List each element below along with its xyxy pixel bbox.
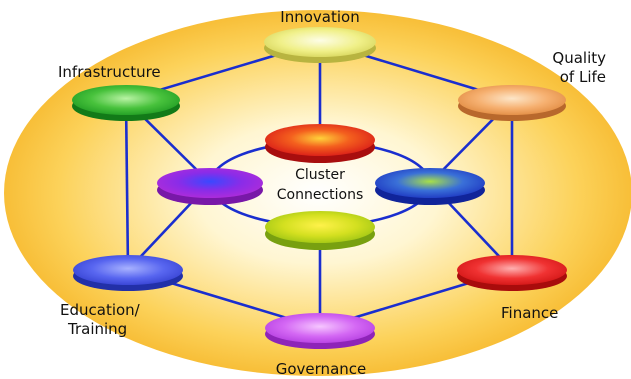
label-quality-of-life: Quality of Life [528,49,606,87]
label-center-line2: Connections [276,187,364,203]
label-quality-line2: of Life [559,68,606,86]
disc-inner-blue [375,168,485,205]
disc-governance [265,313,375,349]
label-infrastructure: Infrastructure [58,63,161,81]
label-finance: Finance [501,304,559,322]
label-quality-line1: Quality [552,49,606,67]
disc-inner-red [265,124,375,163]
label-innovation: Innovation [280,8,360,26]
disc-inner-yellow [265,211,375,250]
disc-infrastructure [72,85,180,121]
disc-inner-purple [157,168,263,205]
label-cluster-connections: Cluster Connections [262,165,378,205]
disc-quality-of-life [458,85,566,121]
disc-education-training [73,255,183,291]
label-education-line2: Training [68,320,128,338]
disc-finance [457,255,567,291]
label-center-line1: Cluster [295,167,345,183]
label-education-training: Education/ Training [60,301,140,339]
label-education-line1: Education/ [60,301,140,319]
disc-innovation [264,27,376,63]
label-governance: Governance [275,360,367,378]
